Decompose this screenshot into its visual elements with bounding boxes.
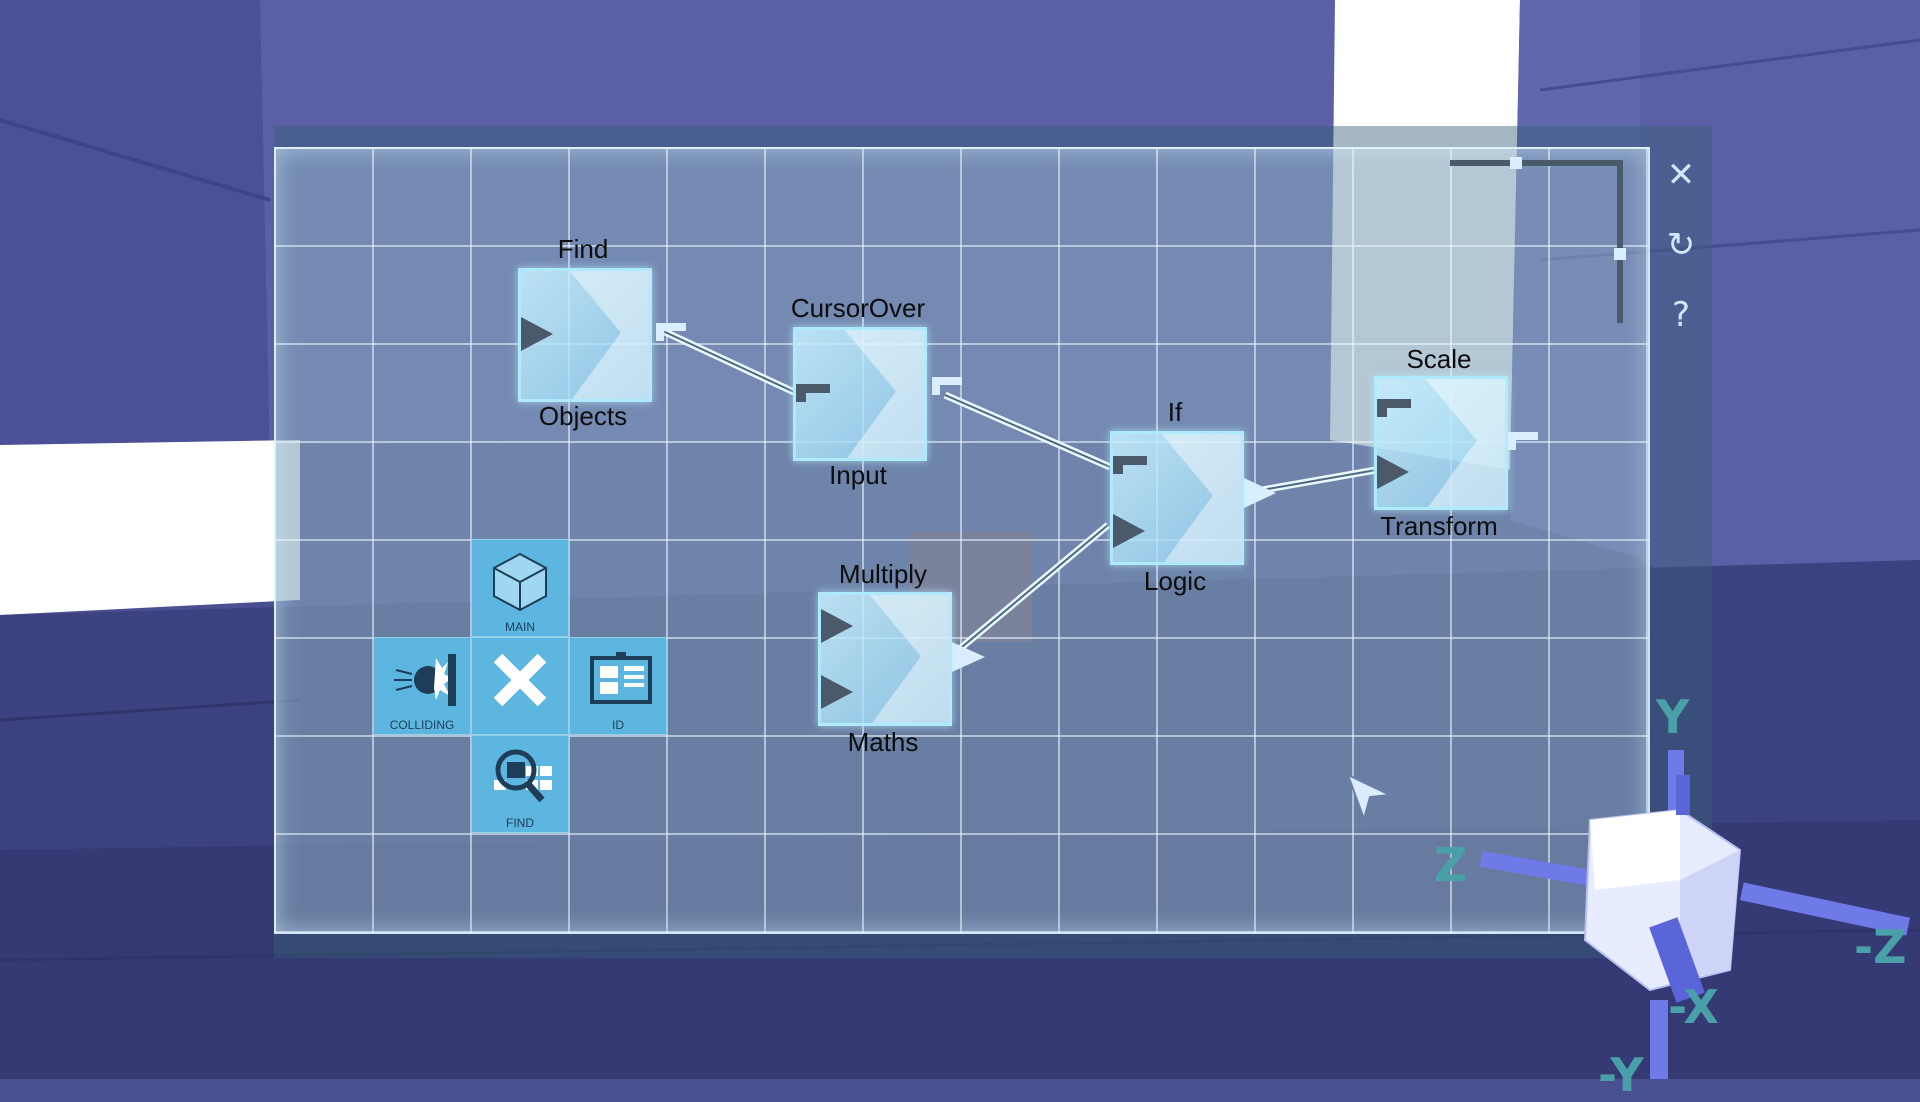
menu-label: FIND (506, 816, 534, 830)
axis-y-label: Y (1656, 690, 1690, 744)
resize-handle[interactable] (1450, 153, 1640, 343)
output-port[interactable] (656, 323, 686, 341)
node-title: Find (557, 234, 609, 264)
input-port[interactable] (796, 384, 830, 402)
input-port[interactable] (1113, 514, 1145, 548)
menu-close-button[interactable] (471, 637, 569, 735)
input-port[interactable] (821, 609, 853, 643)
input-port[interactable] (1377, 399, 1411, 417)
transform-gizmo[interactable] (1430, 730, 1920, 1079)
node-title: Scale (1406, 344, 1472, 374)
node-subtitle: Objects (538, 401, 628, 431)
id-card-icon (590, 652, 652, 704)
magnifier-icon (494, 749, 552, 803)
input-port[interactable] (821, 675, 853, 709)
axis-neg-y-label: -Y (1598, 1048, 1644, 1102)
menu-label: COLLIDING (389, 718, 455, 732)
menu-main-button[interactable]: MAIN (471, 539, 569, 637)
output-port[interactable] (1508, 432, 1538, 450)
menu-label: ID (612, 718, 624, 732)
close-icon[interactable]: ✕ (1666, 155, 1696, 195)
axis-neg-x-label: -X (1668, 980, 1719, 1034)
node-subtitle: Transform (1380, 511, 1498, 541)
axis-z-label: Z (1434, 838, 1468, 892)
input-port[interactable] (521, 317, 553, 351)
node-title: Multiply (838, 559, 928, 589)
input-port[interactable] (1377, 455, 1409, 489)
node-subtitle: Maths (847, 727, 919, 757)
menu-label: MAIN (505, 620, 535, 634)
axis-neg-z-label: -Z (1854, 920, 1907, 974)
input-port[interactable] (1113, 456, 1147, 474)
close-icon (493, 653, 547, 707)
menu-id-button[interactable]: ID (569, 637, 667, 735)
node-subtitle: Input (829, 460, 887, 490)
refresh-icon[interactable]: ↻ (1666, 225, 1696, 265)
menu-colliding-button[interactable]: COLLIDING (373, 637, 471, 735)
node-subtitle: Logic (1143, 566, 1207, 596)
node-title: If (1167, 397, 1183, 427)
pointer-cursor-icon (1346, 773, 1392, 823)
menu-find-button[interactable]: FIND (471, 735, 569, 833)
help-icon[interactable]: ? (1671, 295, 1691, 335)
node-title: CursorOver (790, 293, 926, 323)
output-port[interactable] (932, 377, 962, 395)
cube-icon (493, 552, 547, 612)
collision-icon (394, 654, 456, 706)
